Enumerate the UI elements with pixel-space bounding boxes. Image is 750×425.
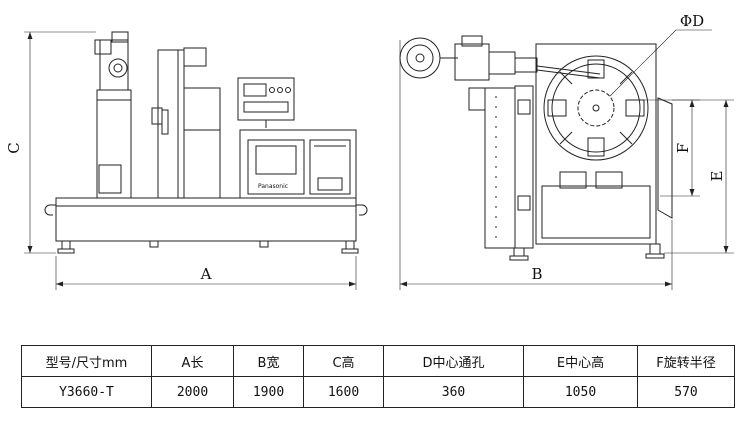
spec-d-value: 360 (383, 376, 524, 408)
table-row: Y3660-T 2000 1900 1600 360 1050 570 (21, 376, 735, 408)
spec-a-value: 2000 (151, 376, 234, 408)
chuck-body (183, 87, 221, 199)
dim-c-label: C (5, 142, 23, 153)
hook-left (44, 204, 56, 216)
spec-f-value: 570 (637, 376, 735, 408)
spec-header-d: D中心通孔 (383, 345, 524, 377)
spec-table: 型号/尺寸mm A长 B宽 C高 D中心通孔 E中心高 F旋转半径 Y3660-… (21, 345, 735, 408)
spec-header-model: 型号/尺寸mm (21, 345, 152, 377)
spec-e-value: 1050 (523, 376, 638, 408)
front-view: Panasonic A C (5, 31, 368, 290)
base-frame (55, 197, 357, 242)
spec-c-value: 1600 (303, 376, 384, 408)
wire-reel (399, 37, 441, 79)
wire-feeder (454, 43, 490, 81)
left-column (96, 89, 132, 199)
spec-header-f: F旋转半径 (637, 345, 735, 377)
dim-f-label: F (674, 143, 692, 153)
foot-left (61, 240, 71, 250)
spec-model: Y3660-T (21, 376, 152, 408)
foot-right (345, 240, 355, 250)
side-view: ΦD F E B (399, 12, 734, 290)
dim-d-label: ΦD (680, 12, 704, 30)
spec-header-a: A长 (151, 345, 234, 377)
spec-header-b: B宽 (233, 345, 304, 377)
spec-header-c: C高 (303, 345, 384, 377)
spec-header-row: 型号/尺寸mm A长 B宽 C高 D中心通孔 E中心高 F旋转半径 (21, 345, 735, 377)
machine-drawing: Panasonic A C (5, 12, 734, 290)
chuck-disk (543, 55, 649, 161)
top-motor (99, 39, 129, 91)
dim-a-label: A (200, 265, 212, 283)
side-column (484, 87, 516, 249)
hook-right (356, 204, 368, 216)
center-bore (577, 89, 615, 127)
spec-b-value: 1900 (233, 376, 304, 408)
dim-e-label: E (708, 171, 726, 182)
turntable-cabinet (535, 43, 657, 245)
dim-b-label: B (531, 265, 542, 283)
brand-label: Panasonic (258, 183, 288, 190)
dim-d-leader (609, 29, 677, 97)
welder-cabinet (239, 129, 357, 199)
spec-header-e: E中心高 (523, 345, 638, 377)
